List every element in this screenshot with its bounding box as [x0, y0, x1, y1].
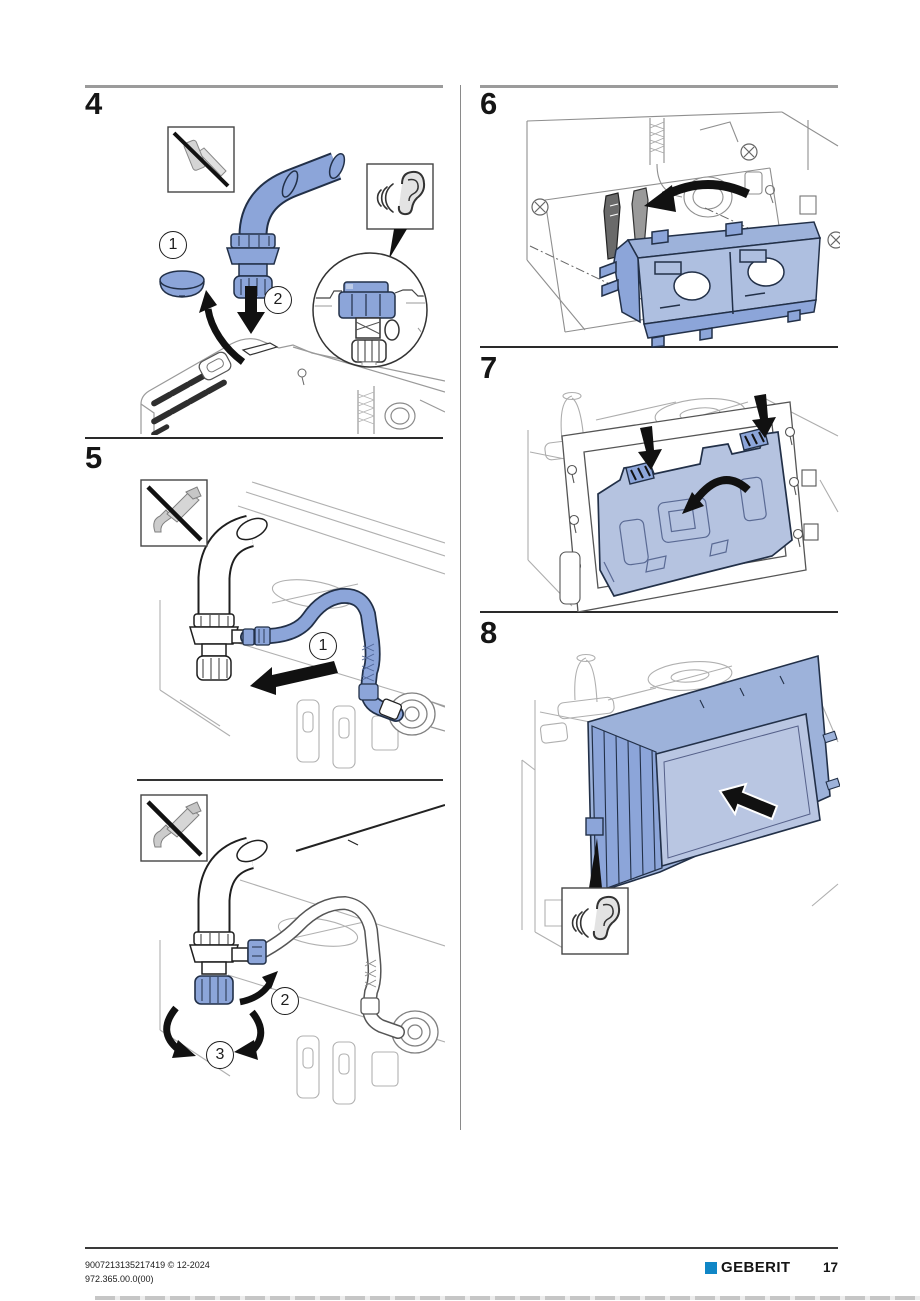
- no-pliers-icon: [140, 479, 208, 547]
- braided-hose-texture: [357, 391, 375, 425]
- callout-step5-3: 3: [206, 1041, 234, 1069]
- unscrew-rotation-arrows: [163, 1005, 265, 1060]
- magnifier-detail-circle: [312, 252, 428, 368]
- union-nut: [194, 975, 234, 1005]
- plate-details: [603, 476, 767, 583]
- footer-doc-info: 9007213135217419 © 12-2024 972.365.00.0(…: [85, 1259, 210, 1286]
- insert-down-arrow: [237, 286, 265, 334]
- no-hammer-icon: [167, 126, 235, 193]
- connector-seat: [241, 342, 279, 356]
- step-6-number: 6: [480, 86, 498, 121]
- next-page-edge: [95, 1296, 920, 1300]
- rule-step5: [85, 437, 443, 439]
- step-5-illustration-2: [140, 794, 445, 1105]
- step-7-illustration: [527, 391, 839, 612]
- turn-lever-arrow: [239, 971, 278, 1006]
- tank-inlet-connection: [391, 1010, 439, 1054]
- protective-cap: [159, 270, 205, 298]
- step-6-illustration: [526, 111, 840, 348]
- step-4-number: 4: [85, 86, 103, 121]
- geberit-logo-text: GEBERIT: [721, 1259, 791, 1276]
- listen-icon: [366, 163, 434, 230]
- flush-bend: [188, 514, 268, 681]
- screw-heads: [531, 143, 840, 249]
- flush-bend: [188, 836, 268, 975]
- rule-step5-inner-divider: [137, 779, 443, 781]
- callout-step4-2: 2: [264, 286, 292, 314]
- grille-slots: [151, 371, 227, 435]
- step-5-number: 5: [85, 440, 103, 475]
- footer-rule: [85, 1247, 838, 1249]
- swivel-curved-arrow: [682, 476, 751, 514]
- flexible-hose-gray: [245, 895, 405, 1039]
- slide-in-arrow: [718, 782, 779, 821]
- retaining-clips: [603, 187, 649, 260]
- actuator-bracket-frame: [599, 221, 822, 348]
- detail-pointer: [389, 229, 407, 259]
- flexible-hose: [240, 587, 404, 722]
- footer-article-number: 972.365.00.0(00): [85, 1273, 154, 1284]
- geberit-logo: GEBERIT: [705, 1259, 790, 1276]
- page-number: 17: [822, 1260, 838, 1275]
- press-down-arrows: [638, 394, 776, 470]
- rule-top-right-column: [480, 85, 838, 88]
- insert-curved-arrow: [644, 180, 750, 212]
- remove-cap-curved-arrow: [199, 290, 246, 365]
- keyhole-slot: [297, 368, 307, 378]
- rule-top-left-column: [85, 85, 443, 88]
- rail-edge: [295, 804, 445, 852]
- rule-step8: [480, 611, 838, 613]
- accordion-pleats: [603, 730, 656, 890]
- cistern-outline: [521, 653, 839, 953]
- step-8-number: 8: [480, 615, 498, 650]
- callout-step5-1: 1: [309, 632, 337, 660]
- no-pliers-icon: [140, 794, 208, 862]
- step-4-illustration: [140, 126, 445, 435]
- callout-step5-2: 2: [271, 987, 299, 1015]
- tank-inlet-connection: [388, 692, 445, 736]
- callout-step4-1: 1: [159, 231, 187, 259]
- listen-icon: [561, 887, 629, 955]
- step-5-illustration-1: [140, 479, 445, 769]
- click-tab: [585, 817, 604, 836]
- footer-doc-id: 9007213135217419 © 12-2024: [85, 1260, 210, 1270]
- geberit-logo-square-icon: [705, 1261, 717, 1274]
- step-8-illustration: [521, 653, 840, 955]
- inlet-connection: [384, 402, 416, 430]
- column-divider: [460, 85, 462, 1130]
- protection-box: [585, 654, 840, 896]
- pull-left-arrow: [250, 661, 338, 695]
- valve-lever: [247, 939, 267, 965]
- keyhole-slots: [559, 426, 819, 605]
- water-supply-elbow: [225, 152, 346, 299]
- cistern-outline: [140, 338, 445, 434]
- detail-pointer: [589, 838, 602, 888]
- step-7-number: 7: [480, 350, 498, 385]
